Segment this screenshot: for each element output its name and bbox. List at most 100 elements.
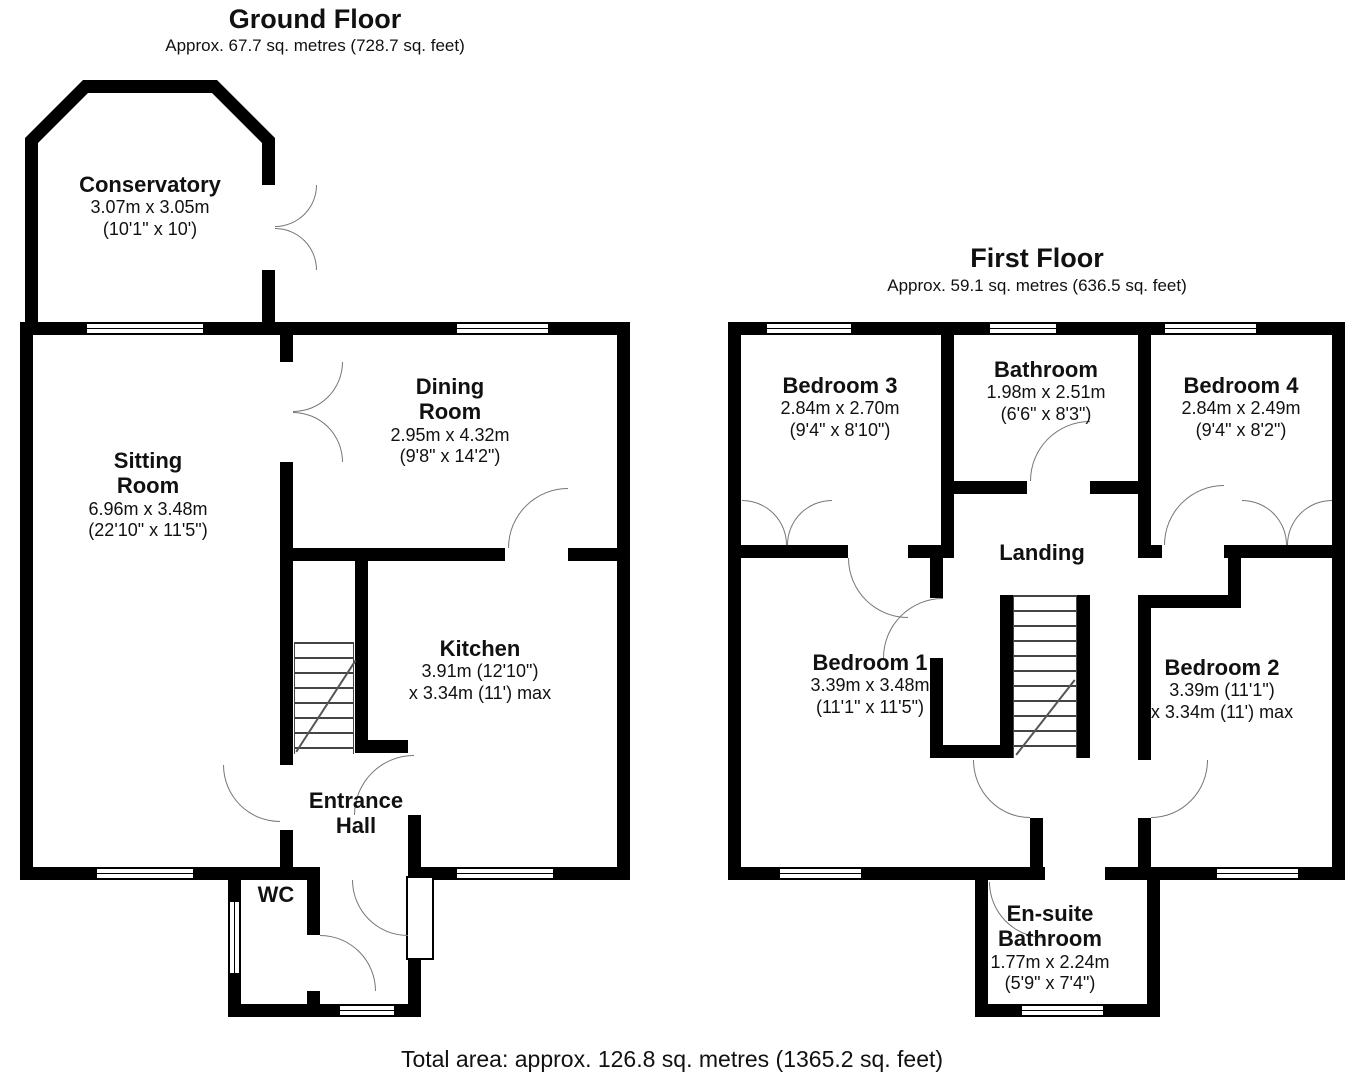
wall <box>741 545 848 558</box>
room-name: Bedroom 3 <box>782 373 898 398</box>
room-name: Entrance <box>308 788 404 813</box>
room-name: WC <box>257 882 295 907</box>
room-dims-imperial: (11'1" x 11'5") <box>815 696 925 717</box>
room-label-sitting-room: Sitting Room 6.96m x 3.48m (22'10" x 11'… <box>88 448 207 542</box>
wall <box>1138 595 1228 608</box>
room-dims-imperial: (9'4" x 8'10") <box>789 419 891 440</box>
room-dims-metric: 2.84m x 2.49m <box>1181 398 1301 419</box>
ground-floor-title: Ground Floor <box>228 4 402 34</box>
room-label-bedroom4: Bedroom 4 2.84m x 2.49m (9'4" x 8'2") <box>1181 373 1300 441</box>
kitchen-window <box>455 867 555 880</box>
room-name: Conservatory <box>79 172 221 197</box>
wall <box>1228 558 1241 608</box>
wall <box>280 335 293 362</box>
room-dims-metric: 2.95m x 4.32m <box>390 424 510 445</box>
ensuite-window <box>1020 1004 1105 1017</box>
room-dims-imperial: (10'1" x 10') <box>102 218 198 239</box>
wall <box>280 462 293 765</box>
front-door-panel <box>406 876 434 960</box>
wall <box>1138 818 1151 867</box>
wall <box>355 740 408 753</box>
stairs-banister-wall <box>1000 595 1013 758</box>
room-dims-metric: 1.98m x 2.51m <box>986 382 1106 403</box>
room-label-bedroom2: Bedroom 2 3.39m (11'1") x 3.34m (11') ma… <box>1151 655 1293 723</box>
wc-interior <box>241 880 307 1004</box>
wc-window <box>228 900 241 975</box>
room-label-conservatory: Conservatory 3.07m x 3.05m (10'1" x 10') <box>79 172 221 240</box>
room-label-dining-room: Dining Room 2.95m x 4.32m (9'8" x 14'2") <box>390 374 509 468</box>
wall <box>1224 545 1332 558</box>
room-dims-imperial: (9'8" x 14'2") <box>399 446 501 467</box>
hall-vestibule-opening <box>320 867 408 880</box>
wall <box>930 658 943 745</box>
bathroom-window <box>988 322 1058 335</box>
room-name: Bathroom <box>998 926 1102 952</box>
room-dims-metric: 3.07m x 3.05m <box>90 197 210 218</box>
room-label-landing: Landing <box>999 540 1085 565</box>
room-name: Bathroom <box>994 357 1098 382</box>
room-dims-imperial: (5'9" x 7'4") <box>1004 973 1096 994</box>
gf-staircase <box>294 642 354 754</box>
room-dims-imperial: (22'10" x 11'5") <box>88 520 208 541</box>
wall <box>355 561 368 740</box>
room-name: Kitchen <box>439 636 521 661</box>
room-name: Landing <box>999 540 1085 565</box>
room-name: Dining <box>415 374 485 399</box>
room-dims-metric: 3.39m x 3.48m <box>810 675 930 696</box>
wall <box>954 481 1027 494</box>
wall <box>1090 481 1138 494</box>
room-name: En-suite <box>1006 901 1094 926</box>
room-label-bedroom3: Bedroom 3 2.84m x 2.70m (9'4" x 8'10") <box>780 373 899 441</box>
wall <box>930 558 943 598</box>
wall <box>930 745 1000 758</box>
room-dims-metric: 2.84m x 2.70m <box>780 398 900 419</box>
dining-room-window <box>455 322 550 335</box>
ff-staircase <box>1013 595 1077 758</box>
room-name: Room <box>116 473 180 499</box>
room-label-bedroom1: Bedroom 1 3.39m x 3.48m (11'1" x 11'5") <box>810 650 929 718</box>
wall <box>293 548 505 561</box>
room-name: Room <box>418 399 482 425</box>
ensuite-door-opening <box>1045 867 1105 880</box>
bedroom1-window <box>778 867 863 880</box>
room-label-wc: WC <box>258 882 295 907</box>
room-dims-metric: 3.39m (11'1") <box>1169 680 1275 701</box>
conservatory-interior <box>38 93 262 322</box>
total-area-text: Total area: approx. 126.8 sq. metres (13… <box>400 1046 944 1072</box>
room-dims-imperial: x 3.34m (11') max <box>408 682 552 703</box>
vestibule-window <box>338 1004 396 1017</box>
stairs-banister-wall <box>1077 595 1090 758</box>
first-floor-title: First Floor <box>970 243 1104 273</box>
room-dims-metric: 6.96m x 3.48m <box>88 498 208 519</box>
wall <box>1138 335 1151 558</box>
room-label-bathroom: Bathroom 1.98m x 2.51m (6'6" x 8'3") <box>986 357 1105 425</box>
room-dims-metric: 1.77m x 2.24m <box>990 951 1110 972</box>
ground-floor-subtitle: Approx. 67.7 sq. metres (728.7 sq. feet) <box>165 36 465 55</box>
conservatory-door-arc <box>275 185 317 227</box>
first-floor-subtitle: Approx. 59.1 sq. metres (636.5 sq. feet) <box>887 276 1187 295</box>
room-dims-imperial: (6'6" x 8'3") <box>1000 403 1092 424</box>
wall <box>941 335 954 558</box>
wall <box>408 815 421 867</box>
room-name: Hall <box>335 813 377 839</box>
room-label-ensuite: En-suite Bathroom 1.77m x 2.24m (5'9" x … <box>990 901 1109 995</box>
conservatory-window <box>85 322 205 335</box>
bedroom4-window <box>1163 322 1258 335</box>
wall <box>1138 608 1151 760</box>
wall <box>908 545 941 558</box>
conservatory-door-opening <box>262 185 275 270</box>
wall <box>1151 545 1162 558</box>
bedroom3-window <box>765 322 853 335</box>
room-dims-imperial: x 3.34m (11') max <box>1150 701 1294 722</box>
room-name: Sitting <box>113 448 183 473</box>
wall <box>1030 818 1043 867</box>
wall <box>568 548 617 561</box>
room-name: Bedroom 4 <box>1183 373 1299 398</box>
sitting-room-window <box>95 867 195 880</box>
room-label-kitchen: Kitchen 3.91m (12'10") x 3.34m (11') max <box>409 636 551 704</box>
room-name: Bedroom 2 <box>1164 655 1280 680</box>
bedroom2-window <box>1215 867 1300 880</box>
room-name: Bedroom 1 <box>812 650 928 675</box>
room-label-entrance-hall: Entrance Hall <box>309 788 403 839</box>
